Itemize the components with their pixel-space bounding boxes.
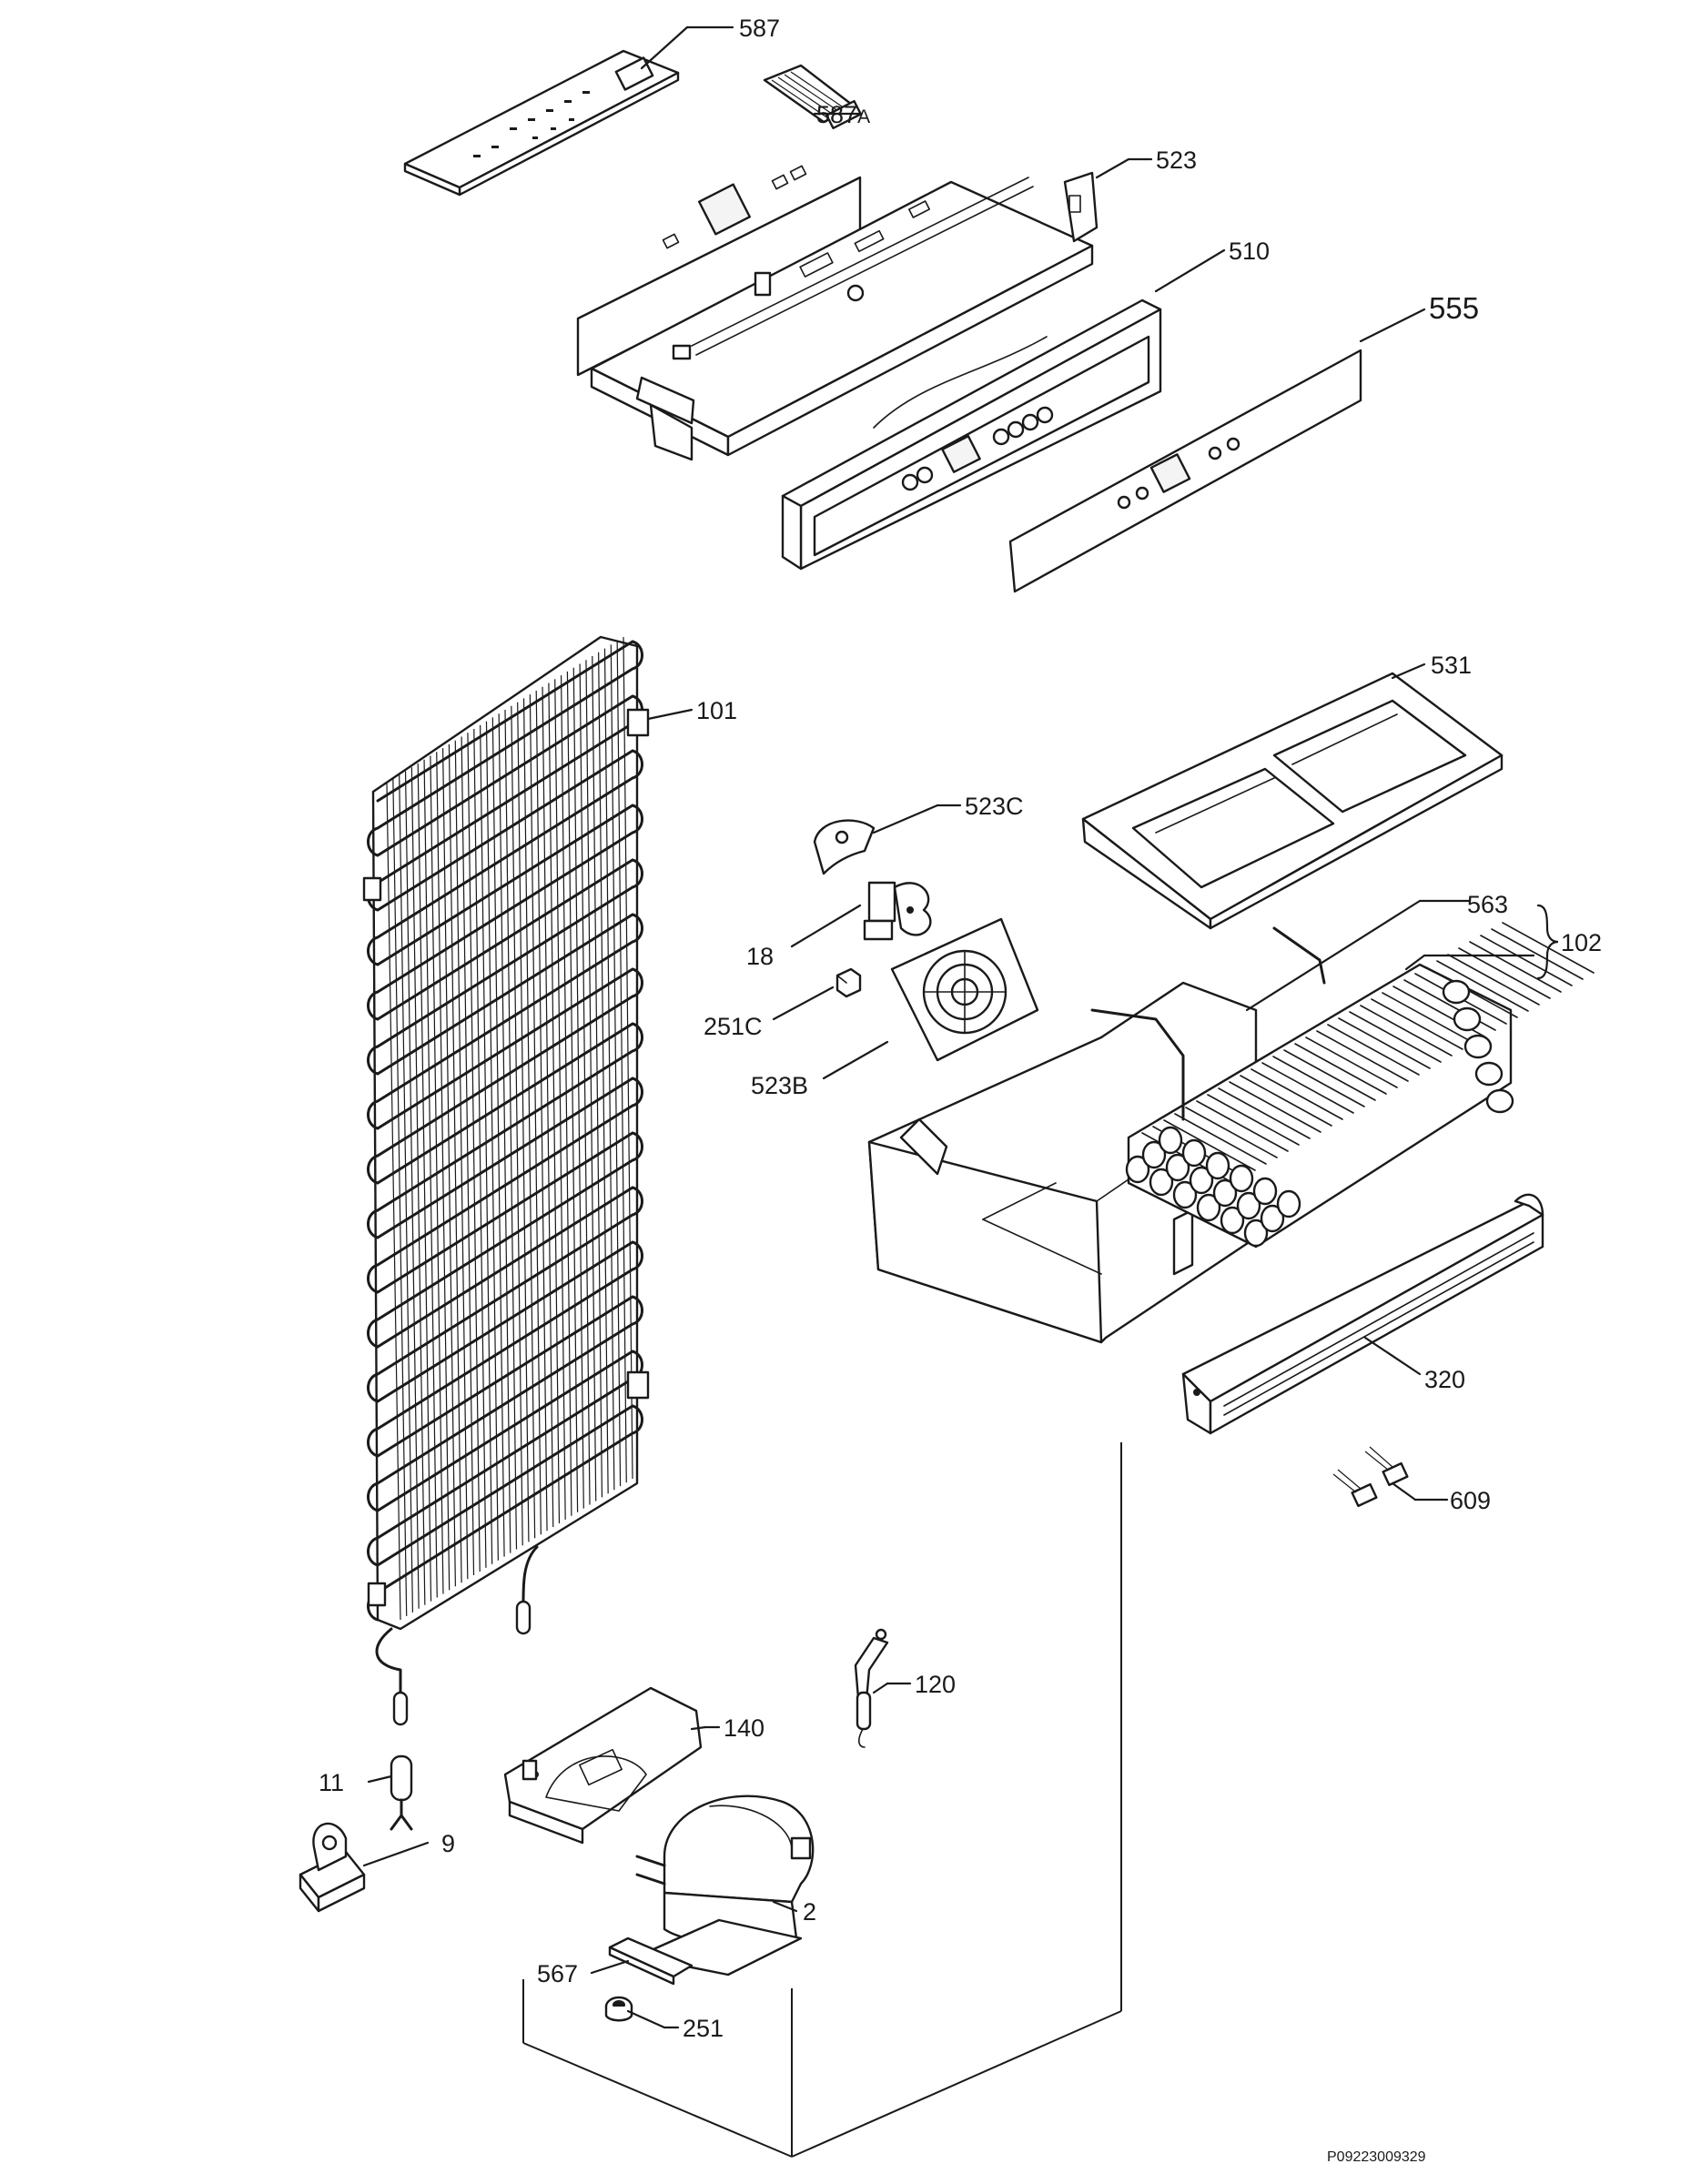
label-18: 18 bbox=[746, 943, 774, 970]
part-609-connectors bbox=[1332, 1446, 1409, 1508]
part-531-evaporator-cover bbox=[1081, 672, 1504, 930]
part-320-trim-rail bbox=[1181, 1193, 1544, 1435]
part-523b-fan-shroud bbox=[890, 917, 1039, 1062]
part-251c-grommet bbox=[835, 967, 862, 998]
label-587: 587 bbox=[739, 15, 780, 42]
part-567-mount bbox=[608, 1936, 694, 1986]
part-251-grommet bbox=[604, 1996, 633, 2022]
label-251c: 251C bbox=[704, 1013, 763, 1040]
label-563: 563 bbox=[1467, 891, 1508, 918]
bracket-102 bbox=[1536, 904, 1559, 980]
part-102-evaporator-assembly bbox=[867, 922, 1595, 1344]
part-101-condenser bbox=[362, 635, 650, 1726]
callout-labels: 587 587A 523 510 555 101 531 523C 18 251… bbox=[319, 15, 1602, 2042]
part-587a-display-board bbox=[576, 64, 862, 377]
part-587-pcb bbox=[403, 49, 680, 197]
leader-lines bbox=[362, 25, 1535, 2029]
label-555: 555 bbox=[1429, 291, 1479, 325]
part-510-control-panel bbox=[781, 298, 1162, 571]
label-531: 531 bbox=[1431, 652, 1472, 679]
label-587a: 587A bbox=[816, 101, 870, 128]
image-code: P09223009329 bbox=[1327, 2149, 1426, 2165]
label-101: 101 bbox=[696, 697, 737, 724]
label-523c: 523C bbox=[965, 793, 1024, 820]
label-320: 320 bbox=[1424, 1366, 1465, 1393]
part-2-compressor bbox=[635, 1795, 815, 1977]
label-11: 11 bbox=[319, 1769, 344, 1796]
part-11-drier bbox=[390, 1754, 413, 1831]
label-2: 2 bbox=[803, 1898, 816, 1926]
part-9-clamp bbox=[299, 1822, 366, 1913]
label-523: 523 bbox=[1156, 147, 1197, 174]
label-120: 120 bbox=[915, 1671, 956, 1698]
part-555-display-overlay bbox=[1008, 349, 1362, 593]
part-523c-fan-bracket bbox=[813, 819, 876, 875]
label-567: 567 bbox=[537, 1960, 578, 1987]
label-609: 609 bbox=[1450, 1487, 1491, 1514]
part-120-protector bbox=[854, 1628, 889, 1748]
cabinet-outline bbox=[522, 1442, 1122, 2158]
label-9: 9 bbox=[441, 1830, 455, 1857]
label-523b: 523B bbox=[751, 1072, 808, 1099]
label-102: 102 bbox=[1561, 929, 1602, 956]
label-251: 251 bbox=[683, 2015, 724, 2042]
label-140: 140 bbox=[724, 1714, 764, 1742]
part-523-control-housing bbox=[590, 171, 1099, 461]
label-510: 510 bbox=[1229, 238, 1270, 265]
part-18-fan-motor bbox=[863, 881, 932, 941]
part-140-base-tray bbox=[503, 1686, 703, 1845]
